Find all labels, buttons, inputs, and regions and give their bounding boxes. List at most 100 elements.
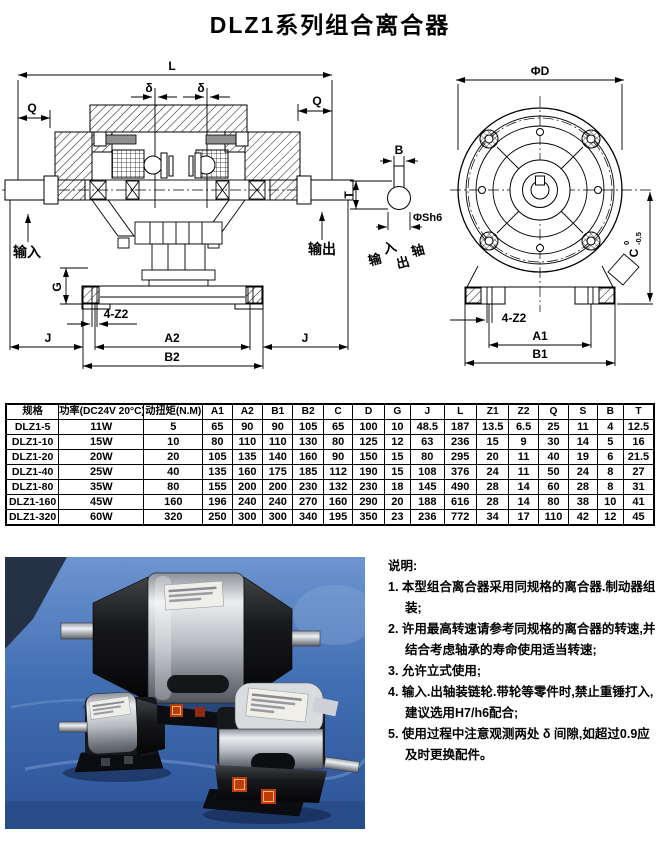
mounting-feet (464, 265, 616, 305)
column-header: D (352, 403, 385, 420)
column-header: Q (537, 403, 570, 420)
value-cell: 31 (622, 479, 655, 495)
value-cell: 190 (352, 464, 385, 480)
column-header: C (322, 403, 354, 420)
column-header: B (596, 403, 624, 420)
product-label-large (163, 580, 225, 611)
value-cell: 350 (352, 509, 385, 526)
value-cell: 140 (262, 449, 294, 465)
value-cell: 21.5 (622, 449, 655, 465)
value-cell: 40 (143, 464, 204, 480)
value-cell: 38 (568, 494, 598, 510)
value-cell: 17 (508, 509, 539, 526)
lower-yoke (91, 199, 246, 287)
svg-text:入: 入 (382, 239, 398, 257)
value-cell: 10 (596, 494, 624, 510)
value-cell: 60W (58, 509, 145, 526)
red-sticker (170, 704, 183, 717)
value-cell: 12 (383, 434, 412, 450)
svg-text:C: C (627, 248, 641, 257)
clutch-medium-right (202, 682, 360, 824)
svg-text:输: 输 (367, 250, 384, 268)
dim-B-label: B (395, 143, 404, 157)
value-cell: 23 (383, 509, 412, 526)
red-sticker (195, 707, 205, 717)
value-cell: 490 (443, 479, 477, 495)
input-label: 输入 (13, 244, 41, 260)
column-header: B2 (292, 403, 324, 420)
dim-B2-label: B2 (164, 350, 180, 364)
value-cell: 160 (292, 449, 324, 465)
value-cell: 80 (537, 494, 570, 510)
page-title: DLZ1系列组合离合器 (209, 12, 451, 38)
bolt-holes (478, 128, 602, 252)
value-cell: 10 (143, 434, 204, 450)
value-cell: 236 (410, 509, 445, 526)
value-cell: 11W (58, 419, 145, 435)
technical-drawings: L δ δ Q Q (2, 59, 653, 369)
value-cell: 6 (596, 449, 624, 465)
value-cell: 25 (537, 419, 570, 435)
column-header: 功率(DC24V 20°C) (58, 403, 145, 420)
cloth-shadow-corner (5, 557, 67, 649)
column-header: 规格 (5, 403, 60, 420)
value-cell: 110 (231, 434, 264, 450)
value-cell: 270 (292, 494, 324, 510)
mounting-lug (607, 253, 640, 286)
value-cell: 18 (383, 479, 412, 495)
value-cell: 16 (622, 434, 655, 450)
shaft-section (387, 186, 411, 210)
value-cell: 200 (231, 479, 264, 495)
dim-T-label: T (342, 191, 356, 199)
dim-phiD-label: ΦD (531, 64, 550, 78)
value-cell: 4 (596, 419, 624, 435)
housing-section (54, 104, 301, 201)
note-item: 1. 本型组合离合器采用同规格的离合器.制动器组装; (388, 580, 656, 615)
value-cell: 20 (143, 449, 204, 465)
value-cell: 150 (352, 449, 385, 465)
value-cell: 45 (622, 509, 655, 526)
value-cell: 13.5 (475, 419, 510, 435)
value-cell: 90 (262, 419, 294, 435)
value-cell: 34 (475, 509, 510, 526)
value-cell: 110 (537, 509, 570, 526)
svg-text:轴: 轴 (410, 242, 426, 260)
value-cell: 80 (202, 434, 233, 450)
spec-cell: DLZ1-80 (5, 479, 60, 495)
column-header: B1 (262, 403, 294, 420)
value-cell: 125 (352, 434, 385, 450)
value-cell: 48.5 (410, 419, 445, 435)
shaft-keyway-detail: B T ΦSh6 输 入 出 轴 (342, 143, 442, 272)
value-cell: 230 (292, 479, 324, 495)
value-cell: 300 (231, 509, 264, 526)
column-header: J (410, 403, 445, 420)
value-cell: 105 (202, 449, 233, 465)
value-cell: 15W (58, 434, 145, 450)
value-cell: 11 (508, 464, 539, 480)
keyway (393, 165, 405, 189)
value-cell: 187 (443, 419, 477, 435)
value-cell: 65 (322, 419, 354, 435)
value-cell: 616 (443, 494, 477, 510)
value-cell: 320 (143, 509, 204, 526)
value-cell: 65 (202, 419, 233, 435)
value-cell: 80 (410, 449, 445, 465)
value-cell: 5 (596, 434, 624, 450)
value-cell: 50 (537, 464, 570, 480)
notes-heading: 说明: (388, 559, 418, 573)
spec-cell: DLZ1-40 (5, 464, 60, 480)
svg-text:-0.5: -0.5 (634, 232, 643, 245)
value-cell: 25W (58, 464, 145, 480)
value-cell: 15 (383, 464, 412, 480)
spec-cell: DLZ1-320 (5, 509, 60, 526)
value-cell: 200 (262, 479, 294, 495)
svg-text:0: 0 (622, 241, 631, 245)
red-sticker (261, 789, 276, 804)
dim-delta-left-label: δ (145, 81, 152, 95)
dim-B1-label: B1 (532, 347, 548, 361)
value-cell: 135 (231, 449, 264, 465)
